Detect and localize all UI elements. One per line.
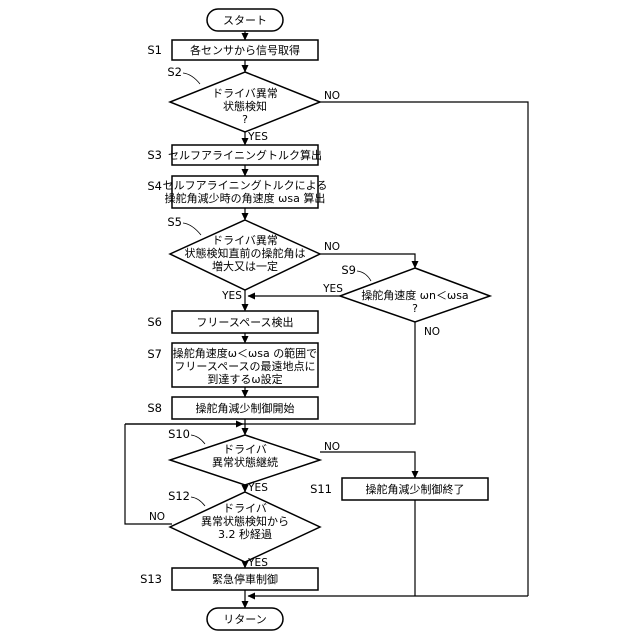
step-s4: セルフアライニングトルクによる 操舵角減少時の角速度 ωsa 算出 S4 — [147, 176, 327, 208]
step-s11-id: S11 — [310, 482, 332, 496]
decision-s5: ドライバ異常 状態検知直前の操舵角は 増大又は一定 S5 — [167, 215, 320, 290]
step-s7-id: S7 — [147, 347, 162, 361]
decision-s2-line-3: ? — [242, 113, 248, 126]
start-text: スタート — [223, 14, 267, 27]
decision-s12-line-1: ドライバ — [223, 502, 267, 515]
s2-no-label: NO — [324, 90, 340, 102]
step-s8: 操舵角減少制御開始 S8 — [147, 397, 318, 419]
step-s1-text: 各センサから信号取得 — [190, 43, 300, 57]
step-s8-text: 操舵角減少制御開始 — [196, 401, 295, 415]
step-s8-id: S8 — [147, 401, 162, 415]
decision-s9-line-2: ? — [412, 302, 418, 315]
decision-s2-line-1: ドライバ異常 — [212, 87, 278, 100]
decision-s10-line-1: ドライバ — [223, 443, 267, 456]
decision-s9-id: S9 — [341, 263, 356, 277]
end-text: リターン — [223, 613, 266, 626]
s12-no-label: NO — [149, 511, 165, 523]
s9-yes-label: YES — [322, 283, 343, 295]
s10-yes-label: YES — [247, 482, 268, 494]
decision-s5-line-1: ドライバ異常 — [212, 234, 278, 247]
decision-s2: ドライバ異常 状態検知 ? S2 — [167, 65, 320, 132]
decision-s12-line-2: 異常状態検知から — [201, 514, 289, 528]
step-s3-id: S3 — [147, 148, 162, 162]
decision-s2-id: S2 — [167, 65, 182, 79]
step-s7-line-3: 到達するω設定 — [207, 372, 282, 386]
step-s1-id: S1 — [147, 43, 162, 57]
step-s4-line-2: 操舵角減少時の角速度 ωsa 算出 — [165, 191, 326, 205]
step-s3-text: セルフアライニングトルク算出 — [168, 148, 322, 162]
s12-yes-label: YES — [247, 557, 268, 569]
decision-s10-line-2: 異常状態継続 — [212, 455, 278, 469]
decision-s2-line-2: 状態検知 — [223, 99, 267, 113]
decision-s12: ドライバ 異常状態検知から 3.2 秒経過 S12 — [168, 489, 320, 562]
s9-no-label: NO — [424, 326, 440, 338]
step-s11-text: 操舵角減少制御終了 — [366, 482, 465, 496]
step-s13-text: 緊急停車制御 — [212, 572, 278, 586]
decision-s10: ドライバ 異常状態継続 S10 — [168, 427, 320, 485]
s10-no-label: NO — [324, 441, 340, 453]
decision-s9: 操舵角速度 ωn＜ωsa ? S9 — [340, 263, 490, 322]
step-s3: セルフアライニングトルク算出 S3 — [147, 145, 322, 165]
step-s4-id: S4 — [147, 179, 162, 193]
decision-s5-line-3: 増大又は一定 — [212, 259, 278, 273]
start-terminal: スタート — [207, 9, 283, 31]
decision-s12-line-3: 3.2 秒経過 — [218, 527, 272, 541]
step-s11: 操舵角減少制御終了 S11 — [310, 478, 488, 500]
decision-s5-id: S5 — [167, 215, 182, 229]
s5-yes-label: YES — [221, 290, 242, 302]
step-s7-line-2: フリースペースの最遠地点に — [174, 360, 315, 373]
decision-s12-id: S12 — [168, 489, 190, 503]
decision-s9-line-1: 操舵角速度 ωn＜ωsa — [361, 288, 468, 302]
step-s13-id: S13 — [140, 572, 162, 586]
step-s6: フリースペース検出 S6 — [147, 311, 318, 333]
decision-s10-id: S10 — [168, 427, 190, 441]
step-s7: 操舵角速度ω＜ωsa の範囲で フリースペースの最遠地点に 到達するω設定 S7 — [147, 343, 318, 387]
step-s6-text: フリースペース検出 — [196, 315, 293, 329]
s5-no-label: NO — [324, 241, 340, 253]
step-s4-line-1: セルフアライニングトルクによる — [163, 178, 328, 192]
step-s6-id: S6 — [147, 315, 162, 329]
end-terminal: リターン — [207, 608, 283, 630]
step-s13: 緊急停車制御 S13 — [140, 568, 318, 590]
step-s1: 各センサから信号取得 S1 — [147, 40, 318, 60]
step-s7-line-1: 操舵角速度ω＜ωsa の範囲で — [173, 346, 317, 360]
s2-yes-label: YES — [247, 131, 268, 143]
decision-s5-line-2: 状態検知直前の操舵角は — [185, 246, 306, 260]
